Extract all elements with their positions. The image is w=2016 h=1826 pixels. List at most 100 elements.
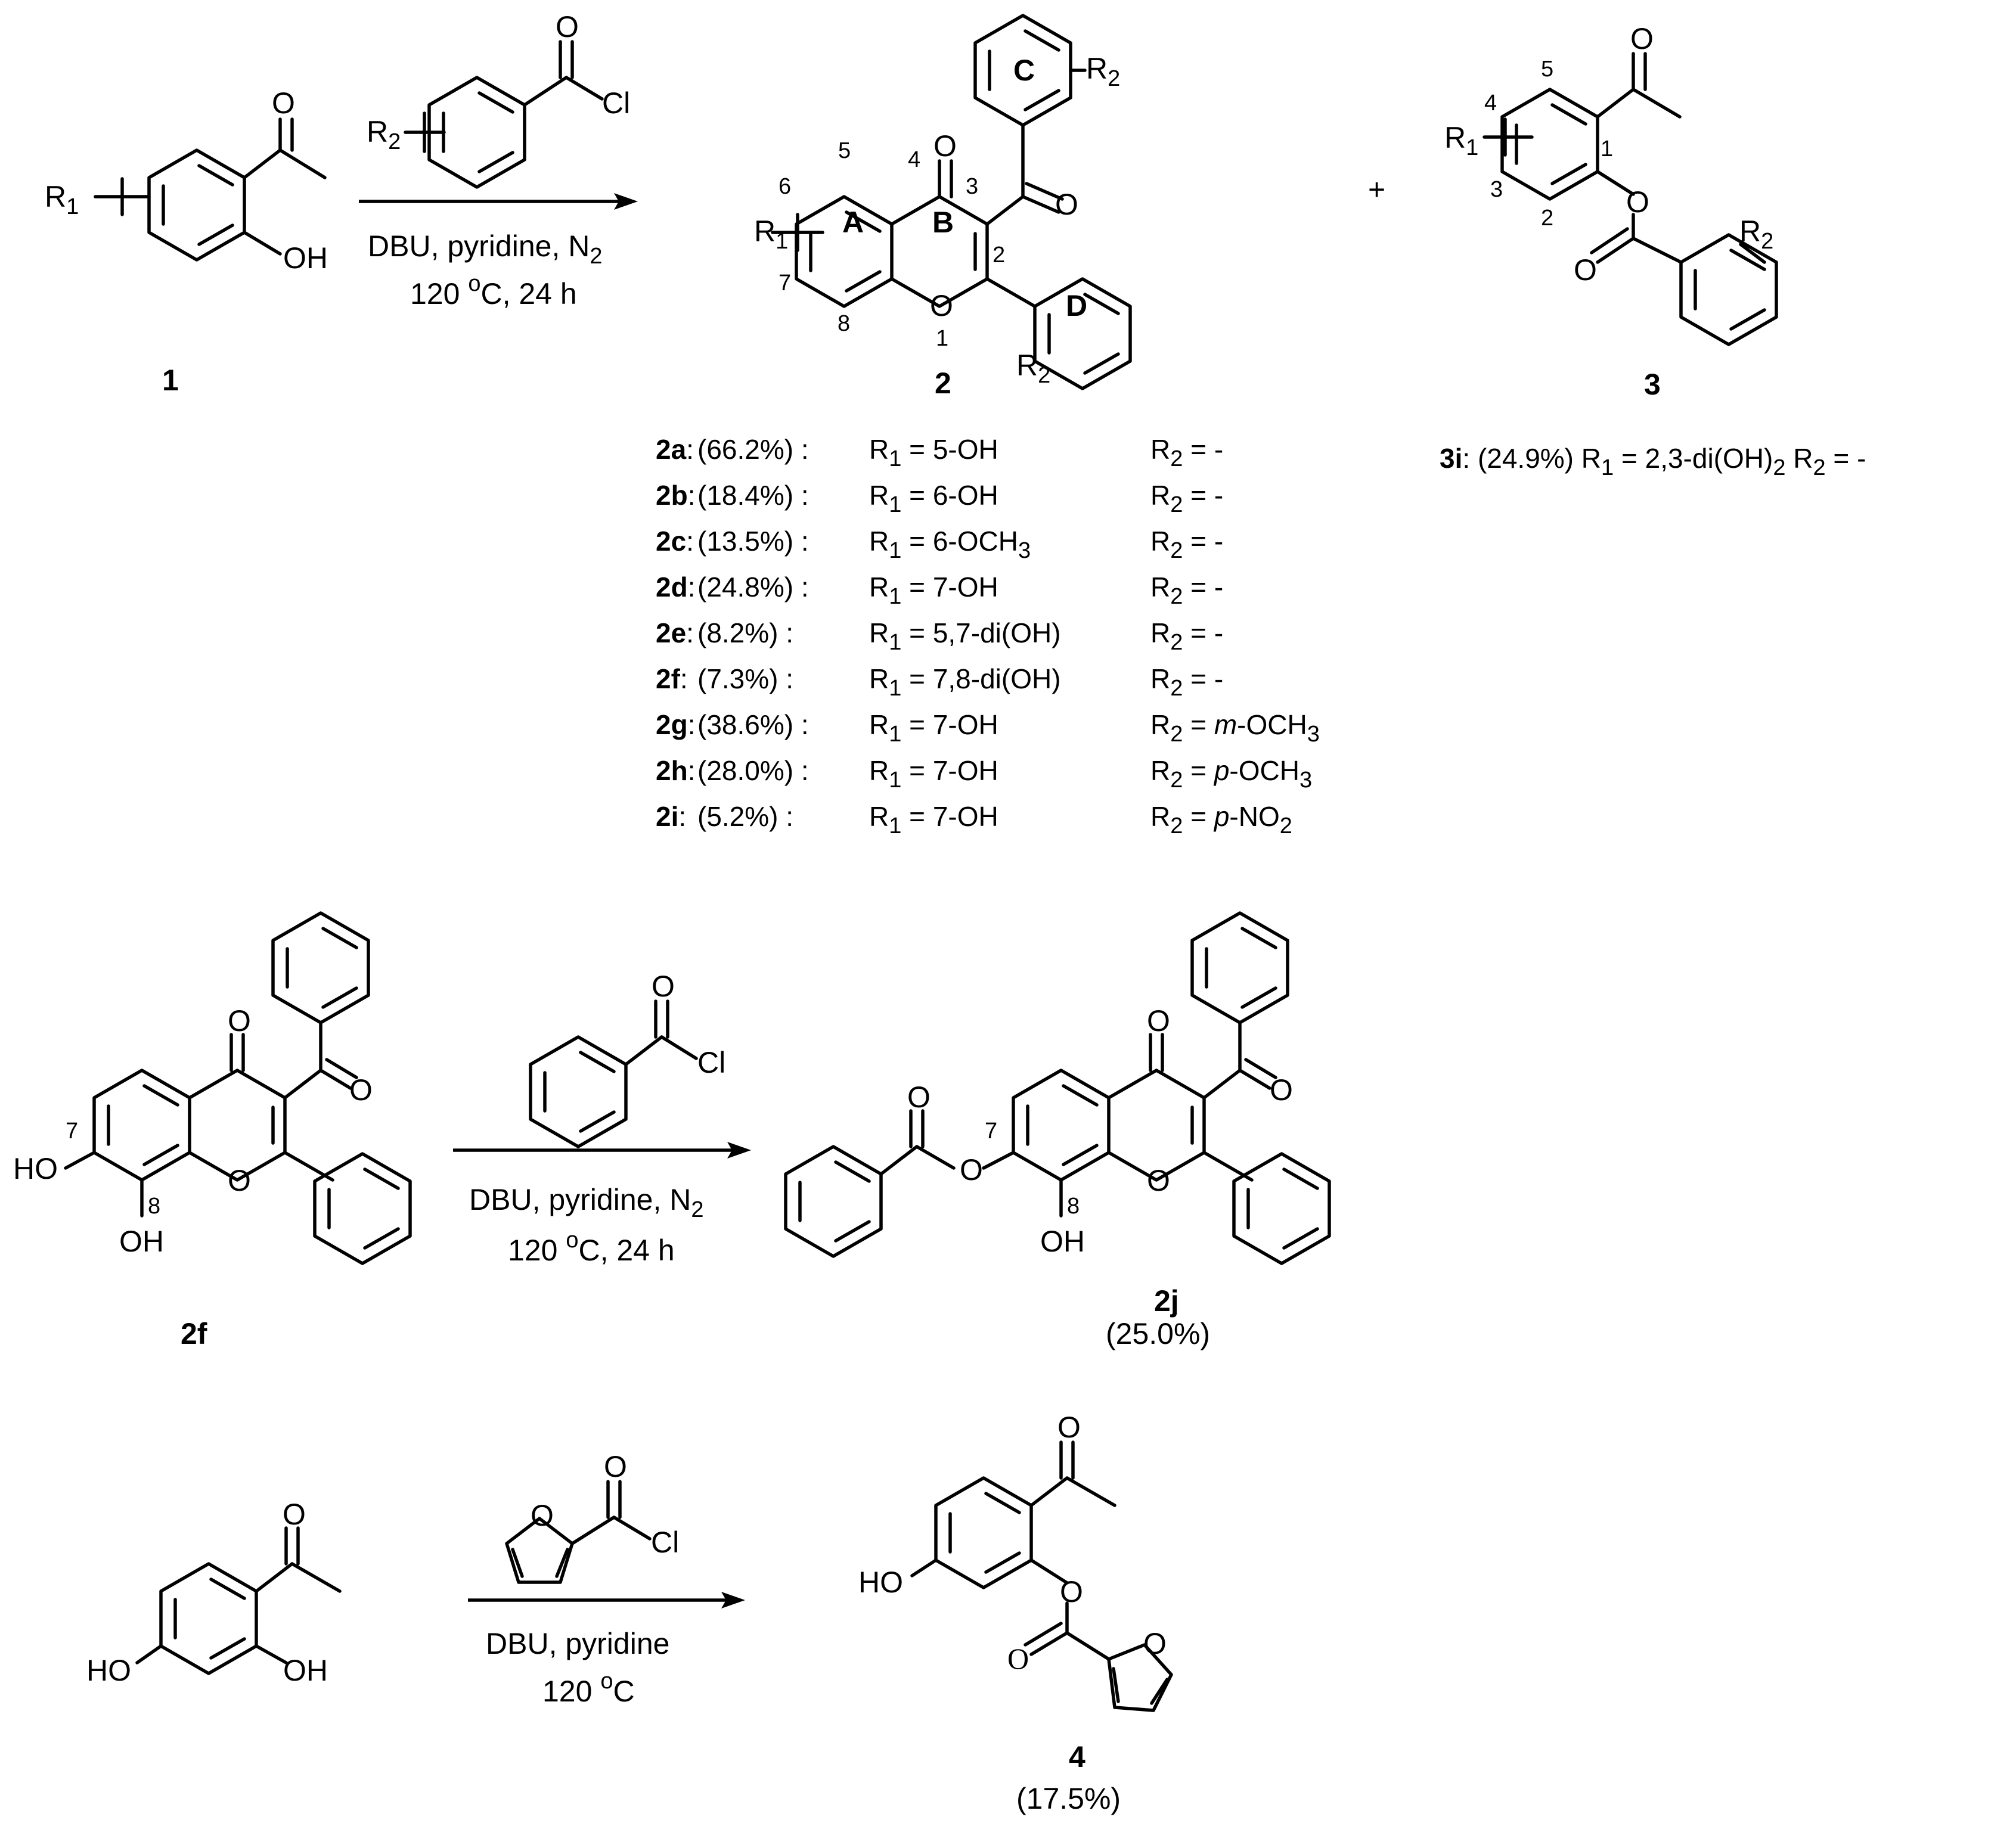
compound-r1: R1 = 7-OH xyxy=(869,755,998,793)
compound-id: 2c: xyxy=(656,526,694,557)
reagent2-cl: Cl xyxy=(697,1046,725,1079)
compound-r2: R2 = p-OCH3 xyxy=(1150,755,1312,793)
scheme1-conditions-line2: 120 oC, 24 h xyxy=(410,271,577,310)
compound-id: 2b: xyxy=(656,480,695,511)
compound-2f-pos7: 7 xyxy=(66,1119,78,1144)
pos2-3: 3 xyxy=(966,174,978,199)
pos3-1: 1 xyxy=(1601,136,1613,162)
reagent1-cl: Cl xyxy=(602,86,630,120)
compound-row-2e: 2e:(8.2%) :R1 = 5,7-di(OH)R2 = - xyxy=(656,617,1223,655)
compound-yield: (7.3%) : xyxy=(697,663,793,694)
compound-yield: (8.2%) : xyxy=(697,617,793,648)
compound-r1: R1 = 7-OH xyxy=(869,801,998,839)
compound-1-carbonyl-o: O xyxy=(272,86,295,120)
pos2-6: 6 xyxy=(779,174,791,199)
compound-1-oh: OH xyxy=(283,241,328,275)
compound-3-r1: R1 xyxy=(1444,121,1478,160)
compound-2j-c4-o: O xyxy=(1147,1004,1170,1038)
pos3-2: 2 xyxy=(1541,206,1553,231)
compound-2j-label: 2j xyxy=(1154,1284,1179,1318)
reaction-arrow-3-head xyxy=(721,1592,745,1608)
compound-2j-pos7: 7 xyxy=(985,1119,997,1144)
compound-2f-8-oh: OH xyxy=(119,1225,164,1258)
compound-yield: (38.6%) : xyxy=(697,709,809,740)
compound-2j-ring-o: O xyxy=(1147,1164,1170,1197)
compound-4-carbonyl-o: O xyxy=(1007,1642,1029,1675)
compound-2f-structure xyxy=(64,911,412,1265)
compound-1-r1: R1 xyxy=(45,180,79,219)
compound-2-ketone-o: O xyxy=(1055,188,1078,221)
compound-2-label: 2 xyxy=(935,367,951,400)
compound-3-ketone-o: O xyxy=(1630,22,1654,55)
compound-2j-structure xyxy=(784,911,1331,1265)
pos2-8: 8 xyxy=(838,311,850,336)
compound-3-structure xyxy=(1482,52,1778,346)
compound-id: 2i: xyxy=(656,801,686,832)
pos2-2: 2 xyxy=(993,243,1005,268)
compound-r1: R1 = 7-OH xyxy=(869,709,998,747)
compound-yield: (13.5%) : xyxy=(697,526,809,557)
compound-2-ring-o: O xyxy=(930,289,953,322)
pos2-7: 7 xyxy=(779,271,791,296)
compound-yield: (66.2%) : xyxy=(697,434,809,465)
compound-r1: R1 = 7-OH xyxy=(869,572,998,609)
reagent-benzoyl-chloride-2 xyxy=(529,999,698,1148)
compound-id: 2f: xyxy=(656,663,688,694)
ring-label-d: D xyxy=(1066,289,1087,322)
pos3-4: 4 xyxy=(1484,91,1497,116)
compound-row-2i: 2i: (5.2%) : R1 = 7-OH R2 = p-NO2 xyxy=(656,801,1292,839)
compound-2j-ester-carbonyl-o: O xyxy=(907,1080,931,1114)
compound-row-2c: 2c:(13.5%) : R1 = 6-OCH3 R2 = - xyxy=(656,526,1223,563)
compound-r1: R1 = 7,8-di(OH) xyxy=(869,663,1061,701)
compound-r1: R1 = 6-OCH3 xyxy=(869,526,1031,563)
reagent-benzoyl-chloride-1 xyxy=(404,40,604,189)
reagent-furoyl-chloride xyxy=(505,1480,652,1584)
compound-1-structure xyxy=(94,117,327,262)
pos2-5: 5 xyxy=(838,138,851,163)
pos3-5: 5 xyxy=(1541,57,1553,82)
compound-2f-7-ho: HO xyxy=(13,1152,58,1185)
compound-2j-8-oh: OH xyxy=(1040,1225,1085,1258)
compound-r1: R1 = 6-OH xyxy=(869,480,998,517)
compound-id: 2a: xyxy=(656,434,694,465)
ring-label-c: C xyxy=(1013,54,1035,87)
pos3-3: 3 xyxy=(1490,177,1503,202)
compound-yield: (5.2%) : xyxy=(697,801,793,832)
compound-id: 2d: xyxy=(656,572,695,603)
ring-label-b: B xyxy=(932,206,954,239)
scheme3-conditions-line2: 120 oC xyxy=(542,1669,635,1708)
compound-r2: R2 = - xyxy=(1150,617,1223,655)
compound-4-ketone-o: O xyxy=(1057,1411,1081,1444)
scheme3-conditions-line1: DBU, pyridine xyxy=(486,1627,669,1660)
compound-1-label: 1 xyxy=(162,364,179,397)
scheme1-conditions-line1: DBU, pyridine, N2 xyxy=(368,229,602,269)
ring-label-a: A xyxy=(842,206,864,239)
scheme2-conditions-line1: DBU, pyridine, N2 xyxy=(469,1183,703,1222)
compound-2f-c4-o: O xyxy=(228,1004,251,1038)
compound-r2: R2 = - xyxy=(1150,480,1223,517)
compound-3-label: 3 xyxy=(1644,368,1661,401)
compound-2j-yield: (25.0%) xyxy=(1106,1317,1210,1350)
compound-3-carbonyl-o: O xyxy=(1574,253,1597,287)
reaction-arrow-1-head xyxy=(614,193,638,210)
pos2-1: 1 xyxy=(936,326,948,351)
resacetophenone-carbonyl-o: O xyxy=(283,1498,306,1531)
compound-r2: R2 = m-OCH3 xyxy=(1150,709,1320,747)
compound-2-structure xyxy=(771,14,1132,390)
reagent1-carbonyl-o: O xyxy=(556,10,579,44)
compound-4-ho: HO xyxy=(858,1566,903,1599)
compound-2j-ester-o: O xyxy=(960,1153,983,1187)
compound-2-r1: R1 xyxy=(754,215,788,254)
compound-r2: R2 = - xyxy=(1150,526,1223,563)
compound-r2: R2 = p-NO2 xyxy=(1150,801,1292,839)
compound-4-ester-o: O xyxy=(1060,1575,1083,1608)
compound-r2: R2 = - xyxy=(1150,434,1223,471)
compound-id: 2g: xyxy=(656,709,695,740)
compound-id: 2h: xyxy=(656,755,695,786)
compound-2-r2-ring-c: R2 xyxy=(1086,52,1120,91)
